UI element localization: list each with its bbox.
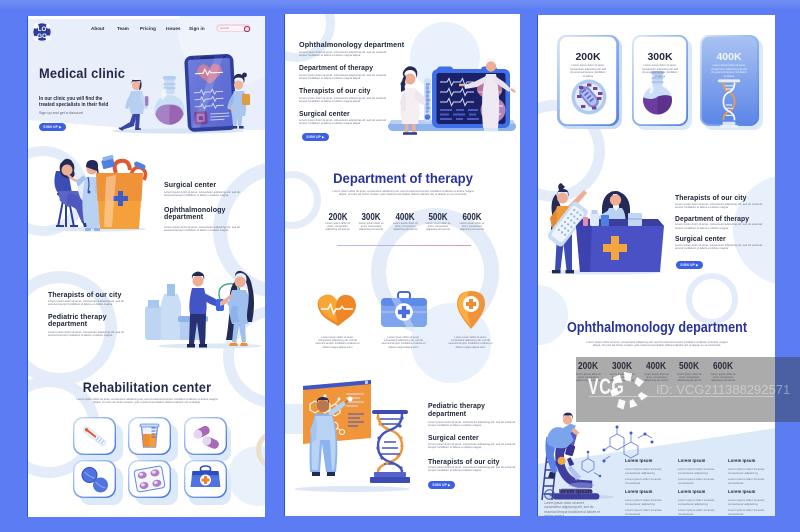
svg-text:200K: 200K xyxy=(575,51,601,63)
svg-text:GO: GO xyxy=(37,33,47,40)
svg-text:LO: LO xyxy=(38,26,47,33)
svg-text:400K: 400K xyxy=(716,51,742,63)
svg-text:300K: 300K xyxy=(647,51,673,63)
